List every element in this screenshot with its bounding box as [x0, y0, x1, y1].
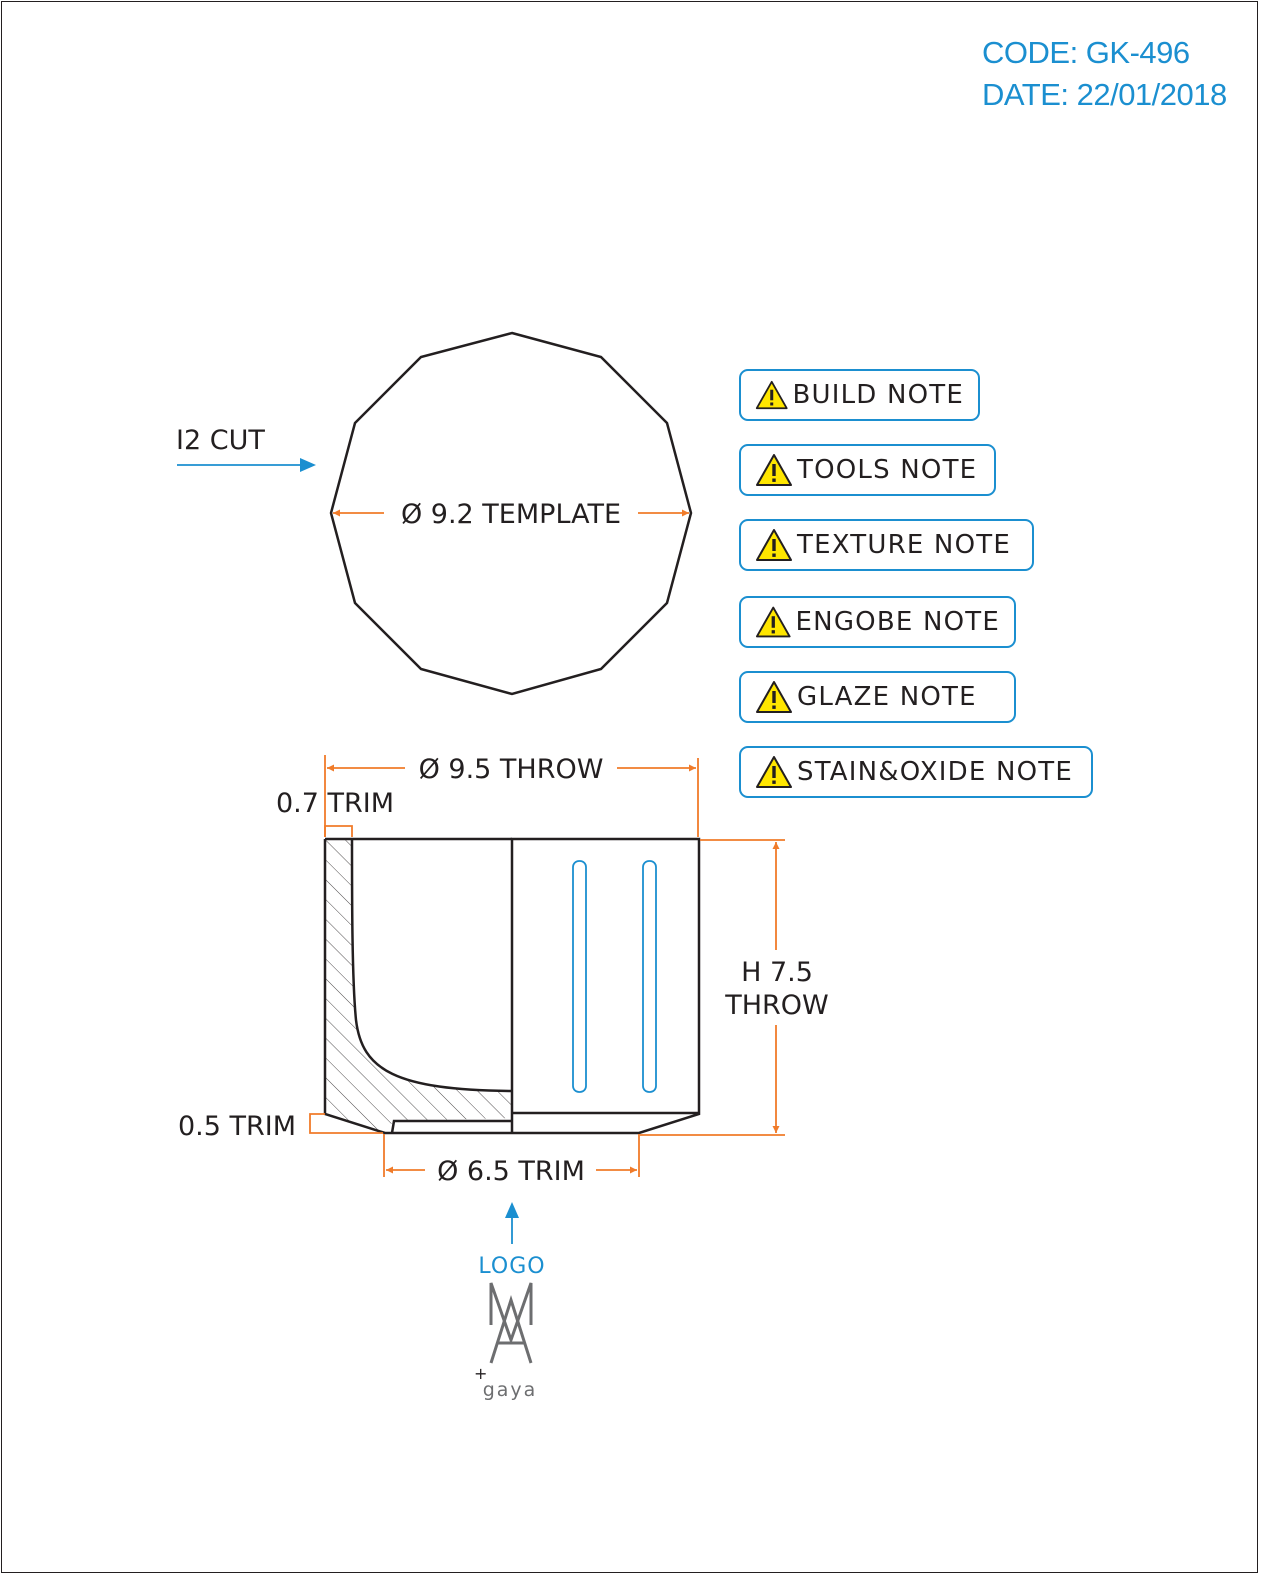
note-label: STAIN&OXIDE NOTE [797, 757, 1073, 787]
note-label: TOOLS NOTE [797, 455, 978, 485]
warning-icon [755, 606, 791, 638]
note-glaze[interactable]: GLAZE NOTE [739, 671, 1016, 723]
height-label-type: THROW [724, 990, 829, 1021]
top-trim-bracket [324, 825, 353, 837]
note-texture[interactable]: TEXTURE NOTE [739, 519, 1034, 571]
product-code: CODE: GK-496 [982, 35, 1190, 70]
logo-pointer-label: LOGO [478, 1254, 545, 1279]
warning-icon [755, 380, 788, 410]
logo-subtext: gaya [483, 1379, 538, 1401]
warning-icon [756, 681, 792, 713]
warning-icon [756, 454, 792, 486]
texture-slot-left [572, 860, 587, 1093]
bottom-trim-bracket [309, 1113, 383, 1134]
note-build[interactable]: BUILD NOTE [739, 369, 980, 421]
note-label: BUILD NOTE [792, 380, 964, 410]
template-diameter-label: Ø 9.2 TEMPLATE [401, 499, 621, 530]
throw-diameter-label: Ø 9.5 THROW [419, 754, 604, 785]
logo-plus: + [474, 1364, 487, 1383]
note-stain-oxide[interactable]: STAIN&OXIDE NOTE [739, 746, 1093, 798]
warning-icon [756, 756, 792, 788]
logo-pointer-arrowhead [505, 1202, 519, 1218]
cut-pointer-arrowhead [300, 458, 316, 472]
note-engobe[interactable]: ENGOBE NOTE [739, 596, 1016, 648]
note-label: ENGOBE NOTE [795, 607, 1000, 637]
texture-slot-right [642, 860, 657, 1093]
drawing-date: DATE: 22/01/2018 [982, 77, 1227, 112]
note-label: TEXTURE NOTE [797, 530, 1011, 560]
top-trim-label: 0.7 TRIM [276, 788, 394, 819]
cut-count-label: I2 CUT [176, 425, 265, 456]
foot-diameter-label: Ø 6.5 TRIM [437, 1156, 585, 1187]
wall-section-outline [325, 837, 513, 1093]
warning-icon [756, 529, 792, 561]
brand-logo-mark [489, 1282, 533, 1364]
note-tools[interactable]: TOOLS NOTE [739, 444, 996, 496]
header-block: CODE: GK-496 DATE: 22/01/2018 [982, 32, 1227, 116]
bottom-trim-label: 0.5 TRIM [178, 1111, 296, 1142]
pot-outer-profile [323, 837, 701, 1135]
note-label: GLAZE NOTE [797, 682, 977, 712]
height-label-value: H 7.5 [741, 957, 813, 988]
dodecagon-template-outline [329, 331, 693, 696]
